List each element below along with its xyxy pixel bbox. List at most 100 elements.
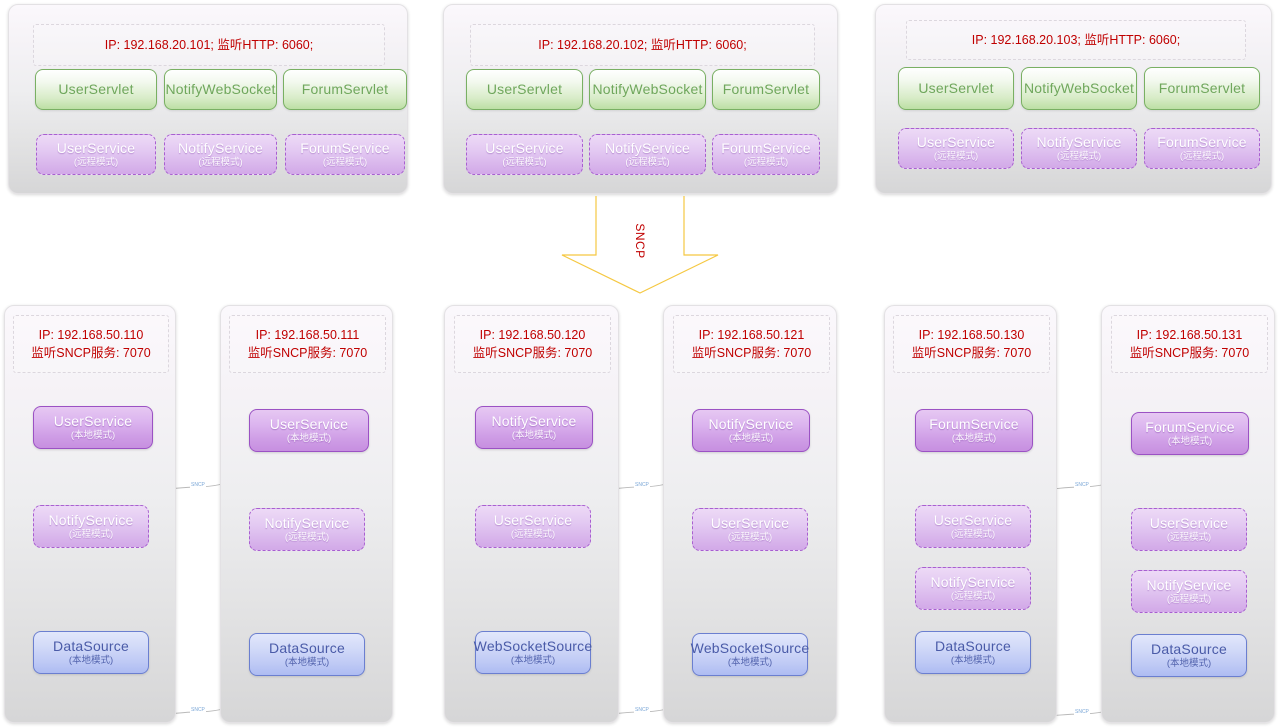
- service-node[interactable]: NotifyService (远程模式): [1021, 128, 1137, 169]
- node-title: UserService: [1149, 514, 1229, 531]
- service-node[interactable]: NotifyService (远程模式): [915, 567, 1031, 610]
- datasource-node[interactable]: WebSocketSource (本地模式): [473, 631, 593, 674]
- ip-line-2: 监听SNCP服务: 7070: [31, 346, 151, 360]
- node-title: DataSource: [1151, 640, 1227, 657]
- node-mode: (本地模式): [284, 657, 330, 669]
- node-title: NotifyWebSocket: [1023, 80, 1135, 97]
- node-title: UserServlet: [486, 81, 563, 98]
- node-mode: (本地模式): [1167, 436, 1213, 448]
- node-mode: (远程模式): [743, 157, 789, 169]
- datasource-node[interactable]: DataSource (本地模式): [33, 631, 149, 674]
- ip-line-1: IP: 192.168.50.131: [1136, 328, 1243, 342]
- service-node[interactable]: NotifyService (远程模式): [249, 508, 365, 551]
- node-title: UserService: [56, 139, 136, 156]
- sncp-link-label: SNCP: [634, 482, 650, 488]
- servlet-node[interactable]: NotifyWebSocket: [164, 69, 277, 110]
- datasource-node[interactable]: DataSource (本地模式): [249, 633, 365, 676]
- panel-ip-header: IP: 192.168.50.121 监听SNCP服务: 7070: [673, 315, 830, 373]
- node-mode: (本地模式): [951, 433, 997, 445]
- service-node[interactable]: ForumService (远程模式): [712, 134, 820, 175]
- servlet-node[interactable]: NotifyWebSocket: [589, 69, 706, 110]
- web-server-panel[interactable]: IP: 192.168.20.102; 监听HTTP: 6060; UserSe…: [443, 4, 838, 194]
- service-node[interactable]: NotifyService (远程模式): [589, 134, 706, 175]
- node-title: NotifyWebSocket: [165, 81, 276, 98]
- ip-line-2: 监听SNCP服务: 7070: [472, 346, 593, 360]
- service-node[interactable]: UserService (本地模式): [249, 409, 369, 452]
- service-server-panel[interactable]: IP: 192.168.50.131 监听SNCP服务: 7070 ForumS…: [1101, 305, 1275, 723]
- node-title: NotifyService: [604, 139, 691, 156]
- node-mode: (远程模式): [1056, 151, 1102, 163]
- service-node[interactable]: NotifyService (远程模式): [33, 505, 149, 548]
- service-node[interactable]: NotifyService (远程模式): [1131, 570, 1247, 613]
- node-mode: (远程模式): [68, 529, 114, 541]
- ip-line-1: IP: 192.168.50.121: [698, 328, 805, 342]
- service-node[interactable]: UserService (本地模式): [33, 406, 153, 449]
- node-mode: (本地模式): [727, 657, 773, 669]
- service-node[interactable]: NotifyService (远程模式): [164, 134, 277, 175]
- node-mode: (远程模式): [933, 151, 979, 163]
- servlet-node[interactable]: ForumServlet: [1144, 67, 1260, 110]
- service-node[interactable]: UserService (远程模式): [898, 128, 1014, 169]
- service-server-panel[interactable]: IP: 192.168.50.130 监听SNCP服务: 7070 ForumS…: [884, 305, 1057, 723]
- service-node[interactable]: ForumService (远程模式): [285, 134, 405, 175]
- service-node[interactable]: ForumService (本地模式): [915, 409, 1033, 452]
- service-server-panel[interactable]: IP: 192.168.50.111 监听SNCP服务: 7070 UserSe…: [220, 305, 393, 723]
- panel-ip-header: IP: 192.168.50.120 监听SNCP服务: 7070: [454, 315, 611, 373]
- node-mode: (远程模式): [625, 157, 670, 169]
- node-mode: (本地模式): [510, 655, 556, 667]
- node-mode: (远程模式): [1166, 594, 1212, 606]
- node-mode: (远程模式): [950, 591, 996, 603]
- service-node[interactable]: NotifyService (本地模式): [692, 409, 810, 452]
- node-title: UserServlet: [58, 81, 134, 98]
- service-node[interactable]: NotifyService (本地模式): [475, 406, 593, 449]
- service-node[interactable]: ForumService (本地模式): [1131, 412, 1249, 455]
- service-node[interactable]: UserService (远程模式): [475, 505, 591, 548]
- node-title: NotifyService: [1146, 576, 1232, 593]
- panel-ip-header: IP: 192.168.20.102; 监听HTTP: 6060;: [470, 24, 815, 66]
- node-mode: (本地模式): [1166, 658, 1212, 670]
- ip-line: IP: 192.168.20.102; 监听HTTP: 6060;: [538, 38, 747, 52]
- ip-line-1: IP: 192.168.50.110: [38, 328, 144, 342]
- servlet-node[interactable]: UserServlet: [898, 67, 1014, 110]
- panel-ip-header: IP: 192.168.20.103; 监听HTTP: 6060;: [906, 20, 1246, 60]
- web-server-panel[interactable]: IP: 192.168.20.103; 监听HTTP: 6060; UserSe…: [875, 4, 1272, 194]
- service-node[interactable]: UserService (远程模式): [36, 134, 156, 175]
- datasource-node[interactable]: DataSource (本地模式): [1131, 634, 1247, 677]
- node-title: NotifyService: [177, 139, 264, 156]
- node-mode: (远程模式): [1166, 532, 1212, 544]
- service-server-panel[interactable]: IP: 192.168.50.110 监听SNCP服务: 7070 UserSe…: [4, 305, 176, 723]
- sncp-link-label: SNCP: [1074, 709, 1090, 715]
- panel-ip-header: IP: 192.168.50.131 监听SNCP服务: 7070: [1111, 315, 1268, 373]
- service-node[interactable]: UserService (远程模式): [1131, 508, 1247, 551]
- service-server-panel[interactable]: IP: 192.168.50.120 监听SNCP服务: 7070 Notify…: [444, 305, 619, 723]
- service-node[interactable]: UserService (远程模式): [692, 508, 808, 551]
- datasource-node[interactable]: DataSource (本地模式): [915, 631, 1031, 674]
- node-title: WebSocketSource: [690, 639, 810, 656]
- service-server-panel[interactable]: IP: 192.168.50.121 监听SNCP服务: 7070 Notify…: [663, 305, 837, 723]
- node-title: ForumServlet: [301, 81, 389, 98]
- node-mode: (本地模式): [68, 655, 114, 667]
- service-node[interactable]: ForumService (远程模式): [1144, 128, 1260, 169]
- node-mode: (本地模式): [728, 433, 774, 445]
- servlet-node[interactable]: UserServlet: [35, 69, 157, 110]
- node-mode: (远程模式): [727, 532, 773, 544]
- node-mode: (本地模式): [511, 430, 557, 442]
- node-title: UserService: [916, 133, 996, 150]
- service-node[interactable]: UserService (远程模式): [466, 134, 583, 175]
- node-title: WebSocketSource: [473, 637, 593, 654]
- sncp-link-label: SNCP: [1074, 482, 1090, 488]
- servlet-node[interactable]: UserServlet: [466, 69, 583, 110]
- node-title: UserServlet: [918, 80, 994, 97]
- servlet-node[interactable]: NotifyWebSocket: [1021, 67, 1137, 110]
- node-title: DataSource: [269, 639, 345, 656]
- node-title: ForumServlet: [722, 81, 810, 98]
- node-mode: (本地模式): [70, 430, 116, 442]
- node-title: NotifyService: [491, 412, 577, 429]
- servlet-node[interactable]: ForumServlet: [712, 69, 820, 110]
- node-title: ForumService: [1145, 418, 1235, 435]
- node-mode: (远程模式): [510, 529, 556, 541]
- web-server-panel[interactable]: IP: 192.168.20.101; 监听HTTP: 6060; UserSe…: [8, 4, 408, 194]
- servlet-node[interactable]: ForumServlet: [283, 69, 407, 110]
- service-node[interactable]: UserService (远程模式): [915, 505, 1031, 548]
- datasource-node[interactable]: WebSocketSource (本地模式): [690, 633, 810, 676]
